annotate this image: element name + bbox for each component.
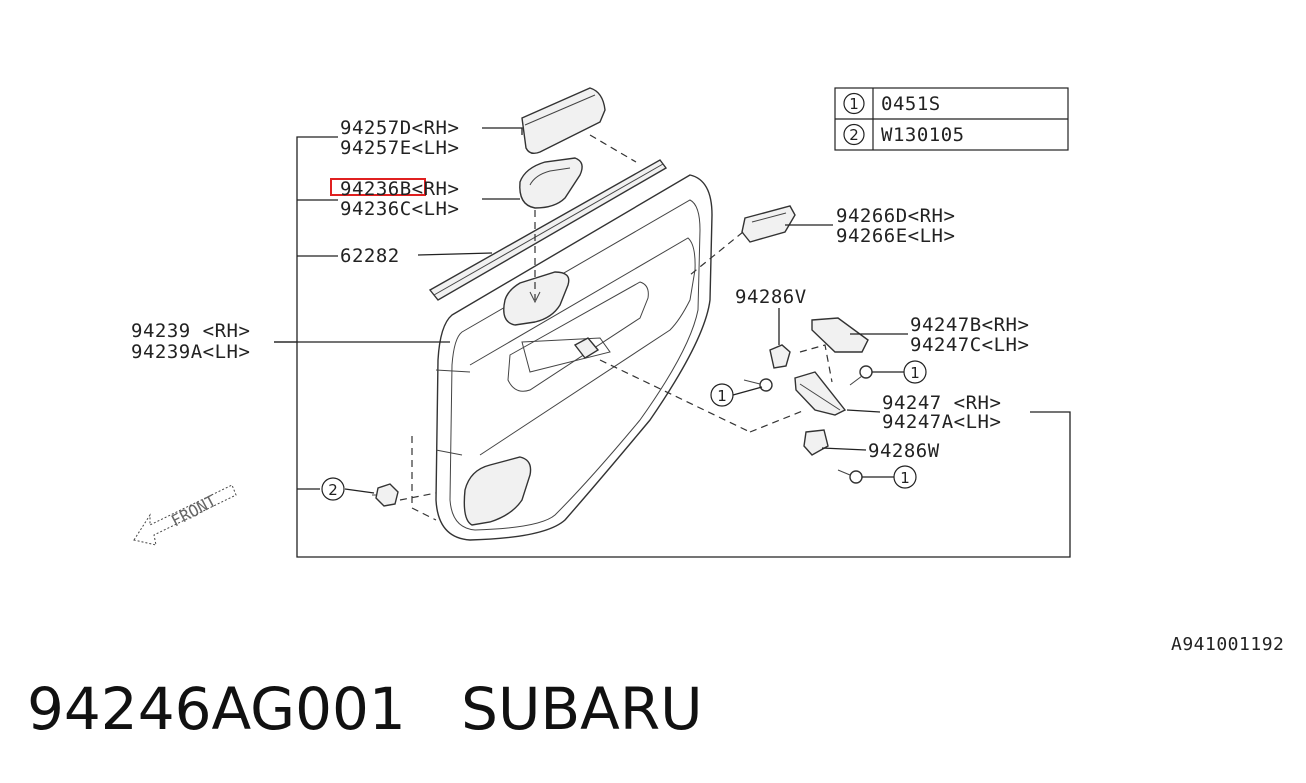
legend-table: 1 2 0451S W130105 xyxy=(834,87,1069,151)
part-number: 94246AG001 xyxy=(27,675,406,743)
legend-num-2: 2 xyxy=(849,126,859,144)
label-94266E: 94266E<LH> xyxy=(836,225,955,247)
screw-1 xyxy=(743,378,773,392)
callout-circle-2 xyxy=(321,477,345,501)
brand-name: SUBARU xyxy=(461,675,703,743)
part-labels: 94257D<RH> 94257E<LH> 94236B<RH> 94236C<… xyxy=(131,117,1029,462)
label-94257D: 94257D<RH> xyxy=(340,117,459,139)
screw-3 xyxy=(837,469,863,484)
callout-circle-1a xyxy=(710,383,734,407)
armrest-parts xyxy=(599,317,873,484)
label-94257E: 94257E<LH> xyxy=(340,137,459,159)
top-cover-part xyxy=(521,87,637,163)
label-94247: 94247 <RH> xyxy=(882,392,1001,414)
label-94247A: 94247A<LH> xyxy=(882,411,1001,433)
label-94239A: 94239A<LH> xyxy=(131,341,250,363)
caption: 94246AG001 SUBARU xyxy=(27,680,703,738)
legend-code-1: 0451S xyxy=(881,93,941,115)
label-94247C: 94247C<LH> xyxy=(910,334,1029,356)
callout-1c: 1 xyxy=(900,469,910,487)
window-switch-part xyxy=(689,205,796,276)
legend-circle-2 xyxy=(843,123,865,146)
leader-lines xyxy=(274,127,908,494)
legend-num-1: 1 xyxy=(849,95,859,113)
callout-2: 2 xyxy=(328,481,338,499)
handle-bezel-part xyxy=(519,157,583,304)
label-62282: 62282 xyxy=(340,245,400,267)
callout-1b: 1 xyxy=(910,364,920,382)
highlight-box xyxy=(330,178,426,196)
callout-circle-1c xyxy=(893,465,917,489)
label-94236C: 94236C<LH> xyxy=(340,198,459,220)
front-arrow-icon: FRONT xyxy=(133,484,237,546)
callouts: 1 1 1 2 xyxy=(321,360,927,501)
label-94286V: 94286V xyxy=(735,286,807,308)
label-94239: 94239 <RH> xyxy=(131,320,250,342)
legend-circle-1 xyxy=(843,92,865,115)
label-94286W: 94286W xyxy=(868,440,940,462)
label-94236B: 94236B<RH> xyxy=(340,178,459,200)
callout-circle-1b xyxy=(903,360,927,384)
screw-2 xyxy=(849,365,873,386)
diagram-code: A941001192 xyxy=(1171,634,1285,655)
callout-1a: 1 xyxy=(717,387,727,405)
trim-clip xyxy=(372,436,437,521)
label-94266D: 94266D<RH> xyxy=(836,205,955,227)
front-label: FRONT xyxy=(168,491,220,531)
weatherstrip xyxy=(428,159,668,301)
legend-code-2: W130105 xyxy=(881,124,965,146)
door-trim-panel xyxy=(435,174,713,541)
label-94247B: 94247B<RH> xyxy=(910,314,1029,336)
